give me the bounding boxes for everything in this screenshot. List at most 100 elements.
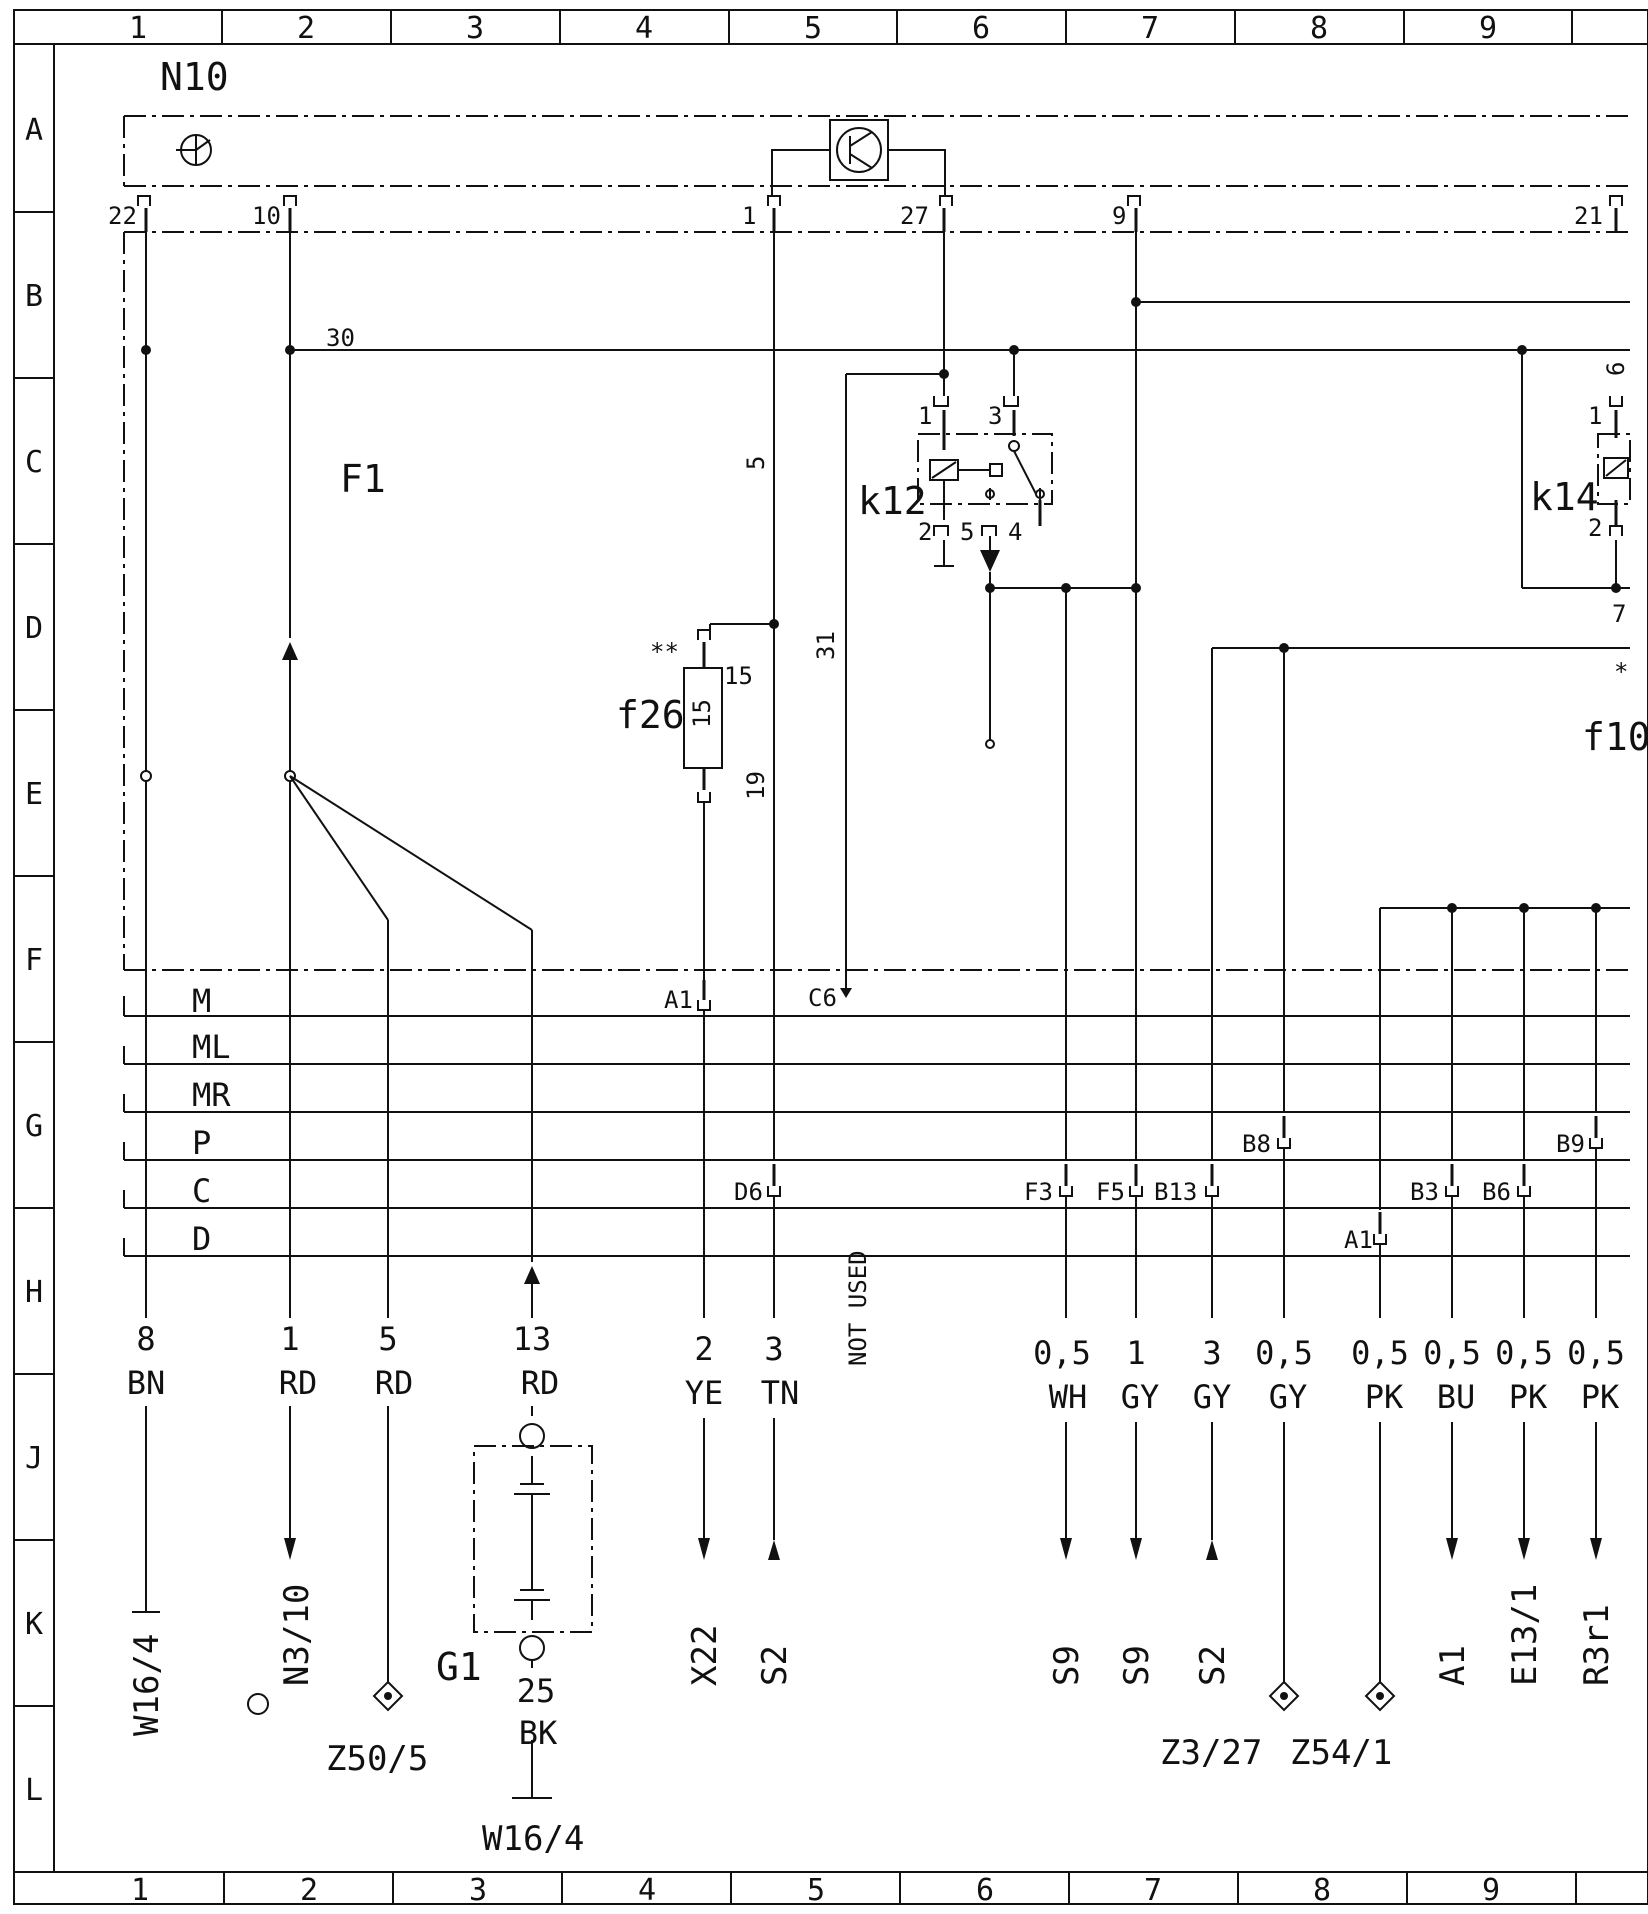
bus-p: P (192, 1124, 211, 1162)
connector-a1-d: A1 (1344, 1226, 1373, 1254)
connector-b9: B9 (1556, 1130, 1585, 1158)
k12-relay: k12 1 2 3 5 4 (858, 350, 1136, 1160)
connector-b3: B3 (1410, 1178, 1439, 1206)
col-bottom-9: 9 (1482, 1873, 1500, 1908)
col-top-6: 6 (972, 11, 990, 46)
battery-wire-color: BK (519, 1714, 558, 1752)
connector-circle-icon (247, 1693, 269, 1715)
g1-label: G1 (436, 1645, 482, 1689)
splice-icon-z50 (372, 1680, 404, 1712)
connector-c6: C6 (808, 984, 837, 1012)
bus-connectors: A1 D6 F3 F5 B13 B8 B9 A1 B3 (664, 980, 1603, 1366)
row-G: G (25, 1109, 43, 1144)
dest-s2-b: S2 (1193, 1645, 1233, 1686)
dest-z3-27: Z3/27 (1160, 1733, 1262, 1773)
splice-icon-z54 (1364, 1680, 1396, 1712)
col-top-4: 4 (635, 11, 653, 46)
f26-marker: ** (650, 638, 679, 666)
bus-mr: MR (192, 1076, 231, 1114)
wire-labels: 8 BN 1 RD 5 RD 13 RD 2 YE 3 TN 0,5 WH 1 … (127, 1320, 1625, 1416)
f10-label: f10 (1582, 715, 1648, 759)
pin-21: 21 (1574, 202, 1603, 230)
col-top-1: 1 (129, 11, 147, 46)
wire-color-9: GY (1193, 1378, 1232, 1416)
wire-size-1: 8 (136, 1320, 155, 1358)
wire-color-12: BU (1437, 1378, 1476, 1416)
dest-z50-5: Z50/5 (326, 1739, 428, 1779)
g1-battery: G1 25 BK (436, 1423, 593, 1752)
wire-size-3: 5 (378, 1320, 397, 1358)
col-top-9: 9 (1479, 11, 1497, 46)
dest-a1: A1 (1433, 1645, 1473, 1686)
pin-1: 1 (742, 202, 756, 230)
wire-30-label: 30 (326, 324, 355, 352)
wire-size-5: 2 (694, 1330, 713, 1368)
dest-s2-a: S2 (755, 1645, 795, 1686)
dest-w16-4-b: W16/4 (482, 1819, 584, 1859)
k12-pin-5: 5 (960, 518, 974, 546)
wire-size-8: 1 (1126, 1334, 1145, 1372)
row-B: B (25, 279, 43, 314)
col-top-2: 2 (297, 11, 315, 46)
wire-color-6: TN (761, 1374, 800, 1412)
k14-pin-6: 6 (1602, 362, 1630, 376)
row-C: C (25, 445, 43, 480)
k14-pin-2: 2 (1588, 514, 1602, 542)
wire-color-2: RD (279, 1364, 318, 1402)
not-used-label: NOT USED (844, 1250, 872, 1366)
row-ruler-left: A B C D E F G H J K L (14, 113, 54, 1808)
wire-size-2: 1 (280, 1320, 299, 1358)
wire-size-14: 0,5 (1567, 1334, 1625, 1372)
bus-ml: ML (192, 1028, 231, 1066)
connector-b6: B6 (1482, 1178, 1511, 1206)
wire-size-13: 0,5 (1495, 1334, 1553, 1372)
wire-size-11: 0,5 (1351, 1334, 1409, 1372)
transistor-icon (176, 134, 212, 166)
connector-d6: D6 (734, 1178, 763, 1206)
dest-s9-a: S9 (1047, 1645, 1087, 1686)
col-bottom-1: 1 (131, 1873, 149, 1908)
f26-pin-15: 15 (724, 662, 753, 690)
wire-31-label: 31 (812, 631, 840, 660)
buses: M ML MR P C D (123, 982, 1630, 1258)
row-E: E (25, 777, 43, 812)
row-L: L (25, 1773, 43, 1808)
col-bottom-8: 8 (1313, 1873, 1331, 1908)
f10-fuse: * f10 (1211, 643, 1648, 1160)
dest-x22: X22 (685, 1625, 725, 1686)
k12-pin-3: 3 (988, 402, 1002, 430)
wire-color-7: WH (1049, 1378, 1088, 1416)
bus-m: M (192, 982, 211, 1020)
col-bottom-7: 7 (1144, 1873, 1162, 1908)
col-top-7: 7 (1141, 11, 1159, 46)
row-A: A (25, 113, 43, 148)
pin-22: 22 (108, 202, 137, 230)
col-bottom-3: 3 (469, 1873, 487, 1908)
connector-a1-m: A1 (664, 986, 693, 1014)
destinations: W16/4 N3/10 Z50/5 W16/4 X22 S2 S9 S9 S2 … (127, 1584, 1617, 1859)
dest-e13-1: E13/1 (1505, 1584, 1545, 1686)
col-bottom-5: 5 (807, 1873, 825, 1908)
bus-d: D (192, 1220, 211, 1258)
dest-n3-10: N3/10 (277, 1584, 317, 1686)
f26-fuse: ** 15 15 f26 (616, 623, 774, 990)
k14-relay: k14 6 1 2 7 (1521, 350, 1631, 628)
wire-size-10: 0,5 (1255, 1334, 1313, 1372)
col-top-5: 5 (804, 11, 822, 46)
pin-10: 10 (252, 202, 281, 230)
col-bottom-6: 6 (976, 1873, 994, 1908)
wire-color-3: RD (375, 1364, 414, 1402)
row-J: J (25, 1441, 43, 1476)
col-bottom-4: 4 (638, 1873, 656, 1908)
wiring: 30 5 19 31 C6 (140, 208, 1630, 1318)
wire-color-8: GY (1121, 1378, 1160, 1416)
k14-pin-1: 1 (1588, 402, 1602, 430)
n10-label: N10 (160, 55, 229, 99)
splice-symbols (247, 1680, 1396, 1715)
k12-pin-1: 1 (918, 402, 932, 430)
connector-b8: B8 (1242, 1130, 1271, 1158)
battery-wire-size: 25 (517, 1672, 556, 1710)
dest-r3r1: R3r1 (1577, 1604, 1617, 1686)
wire-size-6: 3 (764, 1330, 783, 1368)
